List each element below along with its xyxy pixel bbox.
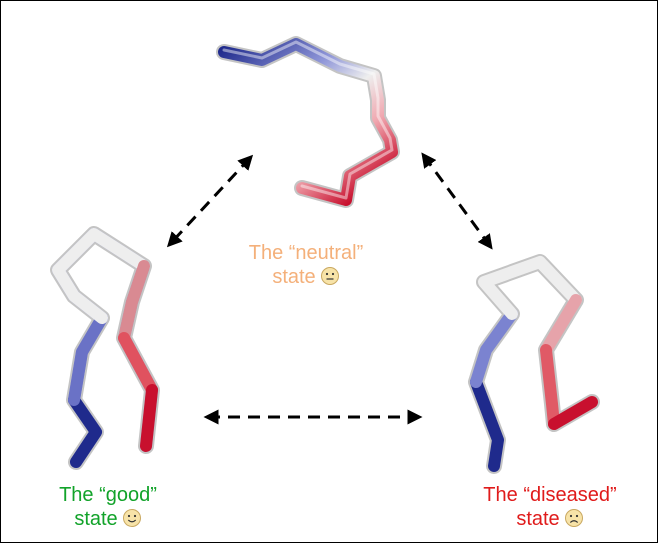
diseased-label-line2: state [516, 508, 560, 530]
diseased-label-line1: The “diseased” [483, 484, 617, 506]
neutral-structure [216, 36, 400, 208]
diseased-state-label: The “diseased” state [460, 483, 640, 531]
arrow-neutral-diseased [421, 152, 493, 250]
frowning-face-icon [564, 509, 583, 527]
arrow-neutral-good [166, 154, 254, 248]
neutral-state-label: The “neutral” state [236, 241, 376, 289]
good-label-line2: state [74, 508, 118, 530]
good-label-line1: The “good” [59, 484, 157, 506]
neutral-face-icon [320, 267, 339, 285]
diseased-structure [468, 254, 600, 474]
good-state-label: The “good” state [38, 483, 178, 531]
neutral-label-line1: The “neutral” [248, 242, 364, 264]
neutral-label-line2: state [272, 266, 316, 288]
good-structure [50, 226, 160, 470]
smiling-face-icon [122, 509, 141, 527]
